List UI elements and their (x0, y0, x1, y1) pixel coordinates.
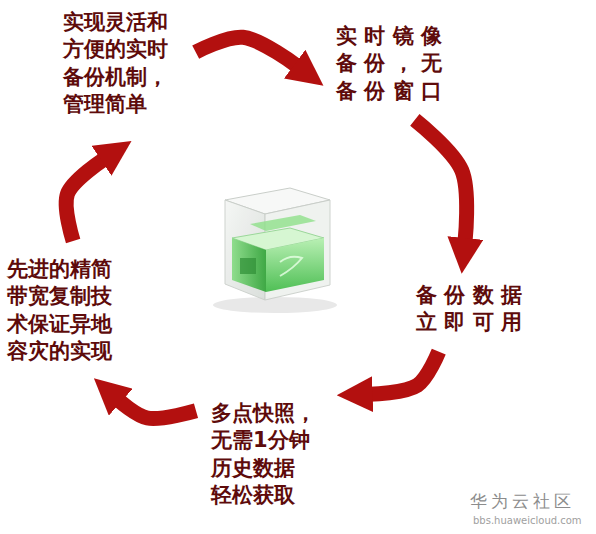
step-text: 实现灵活和 方便的实时 备份机制， 管理简单 (63, 9, 183, 118)
inner-box-left (232, 238, 266, 292)
inner-box-right (266, 238, 324, 292)
cycle-arrow (196, 37, 297, 66)
inner-layer (250, 215, 316, 231)
cube-left (225, 200, 265, 300)
cycle-arrow (119, 400, 196, 418)
cube-right (265, 200, 330, 300)
logo-mark (240, 258, 256, 274)
watermark: 华为云社区 (470, 490, 575, 513)
cycle-step: 多点快照， 无需1分钟 历史数据 轻松获取 (208, 397, 334, 512)
cycle-step: 实现灵活和 方便的实时 备份机制， 管理简单 (60, 6, 186, 121)
cycle-arrow (66, 159, 104, 241)
cycle-step: 先进的精简 带宽复制技 术保证异地 容灾的实现 (4, 253, 130, 368)
logo-swoosh (280, 257, 302, 276)
cycle-arrow (415, 120, 467, 241)
cycle-arrow (370, 352, 439, 395)
watermark: bbs.huaweicloud.com (473, 515, 582, 526)
step-text: 多点快照， 无需1分钟 历史数据 轻松获取 (211, 400, 331, 509)
cycle-step: 实时镜像 备份，无 备份窗口 (333, 20, 482, 108)
storage-cube (213, 188, 337, 313)
step-text: 备份数据 立即可用 (416, 282, 559, 337)
step-text: 实时镜像 备份，无 备份窗口 (336, 23, 479, 105)
cube-shadow (213, 297, 337, 313)
step-text: 先进的精简 带宽复制技 术保证异地 容灾的实现 (7, 256, 127, 365)
cycle-step: 备份数据 立即可用 (413, 279, 562, 340)
